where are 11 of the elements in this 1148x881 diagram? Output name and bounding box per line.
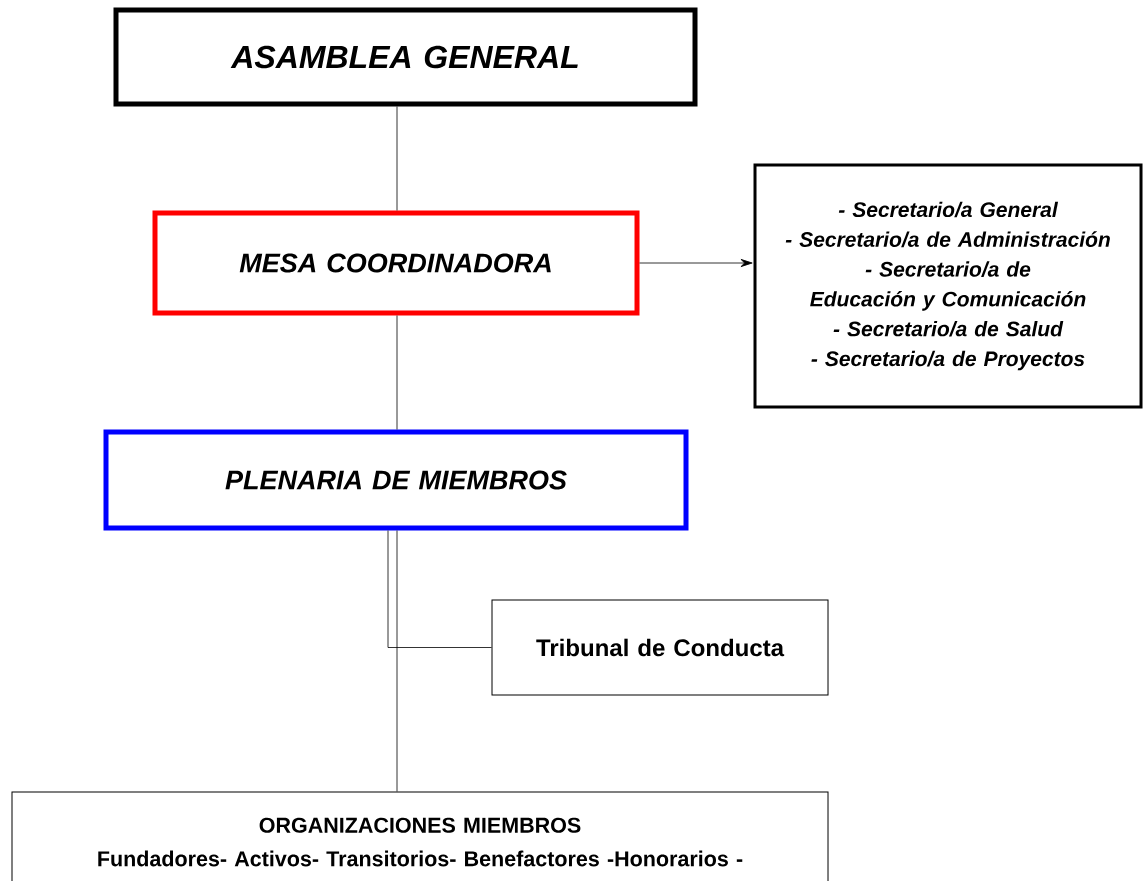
connector-line: [396, 315, 398, 430]
coordination-box: MESA COORDINADORA: [152, 210, 640, 316]
connector-line: [387, 530, 492, 648]
plenary-box: PLENARIA DE MIEMBROS: [103, 429, 689, 531]
title-box: ASAMBLEA GENERAL: [113, 7, 698, 107]
tribunal-box: Tribunal de Conducta: [491, 599, 829, 696]
list-box: - Secretario/a General - Secretario/a de Administración - Secretario/a de Educación y Comunicación - Secretario/a de Salud - Secretario/a de Proyectos: [753, 163, 1143, 409]
connector-line: [396, 530, 398, 792]
connector-line: [639, 258, 753, 268]
members-box: ORGANIZACIONES MIEMBROS Fundadores- Activos- Transitorios- Benefactores -Honorarios -: [11, 791, 829, 881]
connector-line: [396, 106, 398, 211]
